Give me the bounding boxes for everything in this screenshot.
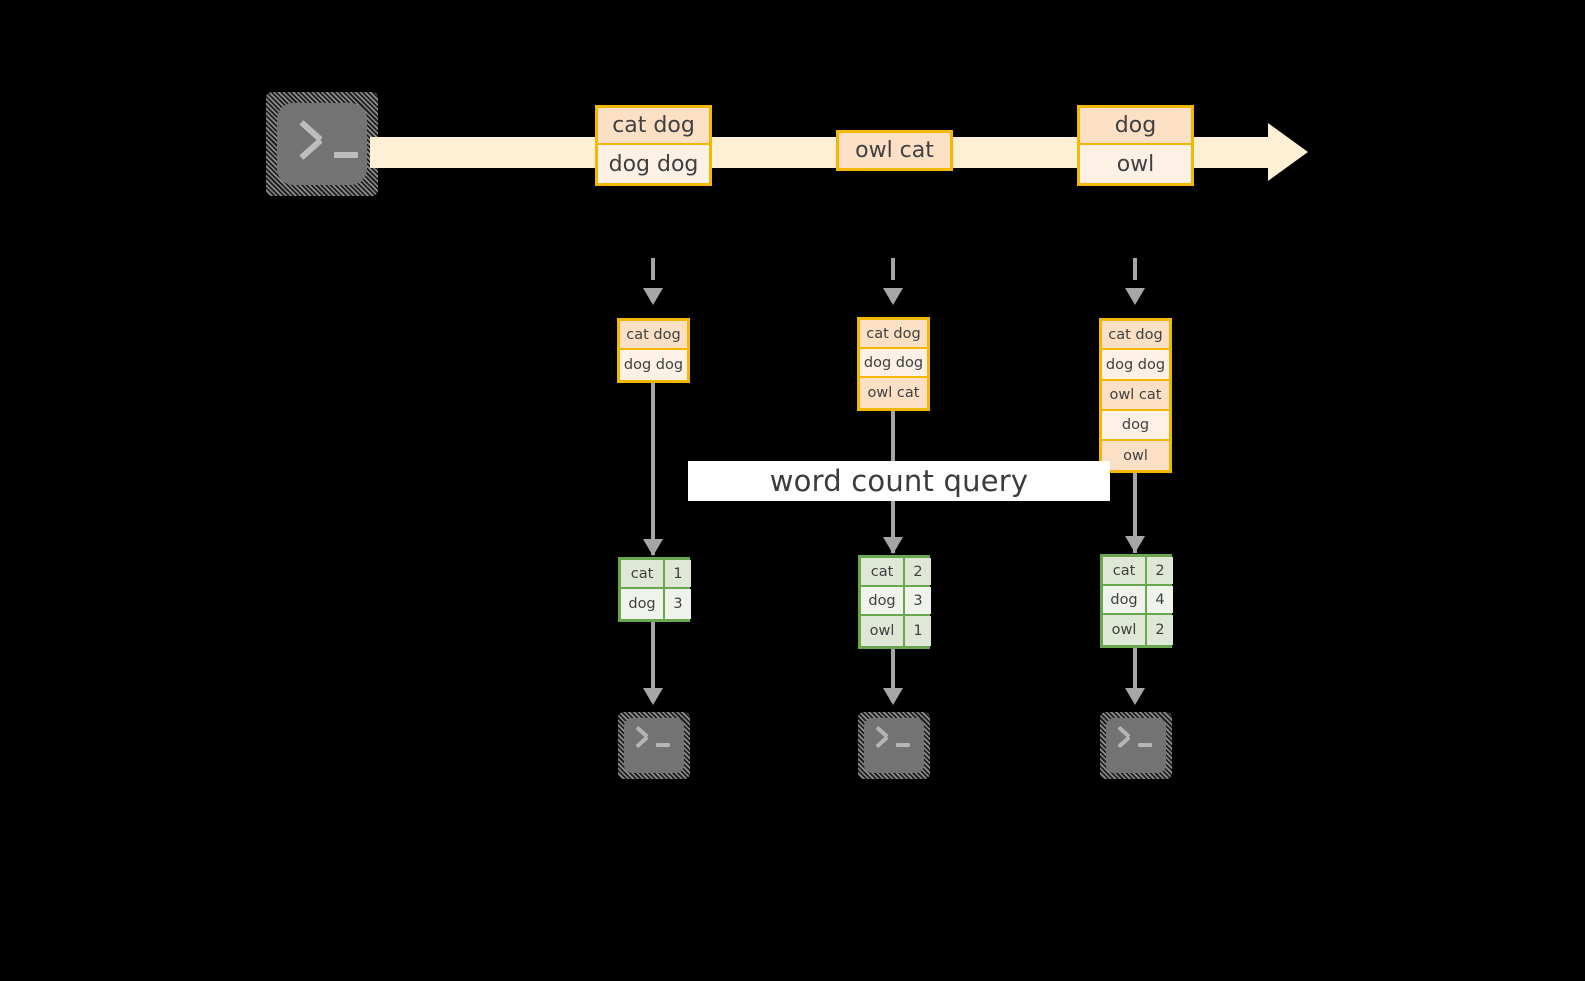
snapshot-1-line-2: dog dog xyxy=(620,350,687,380)
snapshot-3-line-4: dog xyxy=(1102,411,1169,441)
result-word-cell: dog xyxy=(621,589,665,619)
snapshot-1-line-1: cat dog xyxy=(620,321,687,350)
table-row: dog 3 xyxy=(861,587,931,616)
terminal-screen xyxy=(864,718,924,773)
table-row: cat 2 xyxy=(861,558,931,587)
terminal-screen xyxy=(1106,718,1166,773)
table-row: owl 1 xyxy=(861,616,931,646)
sink-connector-1-arrowhead xyxy=(643,688,663,705)
sink-terminal-icon-3 xyxy=(1100,712,1172,779)
stream-arrow-head xyxy=(1268,123,1308,181)
result-count-cell: 1 xyxy=(905,616,931,646)
sink-connector-1 xyxy=(651,622,655,691)
sink-connector-2-arrowhead xyxy=(883,688,903,705)
snapshot-3-line-3: owl cat xyxy=(1102,381,1169,411)
table-row: dog 3 xyxy=(621,589,691,619)
stream-event-1-line-1: cat dog xyxy=(598,108,709,145)
sink-connector-2 xyxy=(891,649,895,691)
snapshot-2-result-table: cat 2 dog 3 owl 1 xyxy=(858,555,931,649)
snapshot-3-line-1: cat dog xyxy=(1102,321,1169,350)
table-row: cat 2 xyxy=(1103,557,1173,586)
sink-connector-3-arrowhead xyxy=(1125,688,1145,705)
result-word-cell: owl xyxy=(861,616,905,646)
sink-terminal-icon-1 xyxy=(618,712,690,779)
snapshot-2-box: cat dog dog dog owl cat xyxy=(857,317,930,411)
terminal-screen xyxy=(624,718,684,773)
feed-connector-2-seg-a xyxy=(891,258,895,280)
snapshot-3-line-5: owl xyxy=(1102,441,1169,470)
feed-connector-1-arrowhead xyxy=(643,288,663,305)
stream-event-1-line-2: dog dog xyxy=(598,145,709,183)
result-count-cell: 1 xyxy=(665,560,691,587)
query-label-band: word count query xyxy=(688,461,1110,501)
prompt-underscore xyxy=(656,743,670,747)
query-connector-1-arrowhead xyxy=(643,539,663,556)
stream-event-2-line-1: owl cat xyxy=(839,133,950,168)
query-connector-3-arrowhead xyxy=(1125,536,1145,553)
table-row: owl 2 xyxy=(1103,615,1173,645)
source-terminal-icon xyxy=(266,92,378,196)
stream-event-1: cat dog dog dog xyxy=(595,105,712,186)
table-row: dog 4 xyxy=(1103,586,1173,615)
result-count-cell: 2 xyxy=(1147,557,1173,584)
snapshot-1-result-table: cat 1 dog 3 xyxy=(618,557,691,622)
prompt-underscore xyxy=(1138,743,1152,747)
snapshot-3-line-2: dog dog xyxy=(1102,350,1169,381)
stream-event-3: dog owl xyxy=(1077,105,1194,186)
feed-connector-3-arrowhead xyxy=(1125,288,1145,305)
query-label-text: word count query xyxy=(769,464,1029,498)
result-count-cell: 4 xyxy=(1147,586,1173,613)
snapshot-3-result-table: cat 2 dog 4 owl 2 xyxy=(1100,554,1173,648)
prompt-underscore xyxy=(896,743,910,747)
snapshot-2-line-2: dog dog xyxy=(860,349,927,378)
query-connector-3 xyxy=(1133,473,1137,553)
feed-connector-1-seg-a xyxy=(651,258,655,280)
result-count-cell: 2 xyxy=(905,558,931,585)
snapshot-1-box: cat dog dog dog xyxy=(617,318,690,383)
stream-event-3-line-2: owl xyxy=(1080,145,1191,183)
result-word-cell: dog xyxy=(1103,586,1147,613)
result-count-cell: 3 xyxy=(665,589,691,619)
feed-connector-2-arrowhead xyxy=(883,288,903,305)
result-word-cell: cat xyxy=(861,558,905,585)
table-row: cat 1 xyxy=(621,560,691,589)
query-connector-2-arrowhead xyxy=(883,537,903,554)
query-connector-1 xyxy=(651,383,655,555)
prompt-underscore xyxy=(334,152,358,158)
result-word-cell: cat xyxy=(1103,557,1147,584)
snapshot-2-line-3: owl cat xyxy=(860,378,927,408)
sink-terminal-icon-2 xyxy=(858,712,930,779)
feed-connector-3-seg-a xyxy=(1133,258,1137,280)
result-word-cell: cat xyxy=(621,560,665,587)
terminal-screen xyxy=(277,103,367,185)
result-word-cell: owl xyxy=(1103,615,1147,645)
snapshot-3-box: cat dog dog dog owl cat dog owl xyxy=(1099,318,1172,473)
stream-event-2: owl cat xyxy=(836,130,953,171)
result-count-cell: 2 xyxy=(1147,615,1173,645)
result-word-cell: dog xyxy=(861,587,905,614)
snapshot-2-line-1: cat dog xyxy=(860,320,927,349)
stream-event-3-line-1: dog xyxy=(1080,108,1191,145)
sink-connector-3 xyxy=(1133,648,1137,691)
result-count-cell: 3 xyxy=(905,587,931,614)
